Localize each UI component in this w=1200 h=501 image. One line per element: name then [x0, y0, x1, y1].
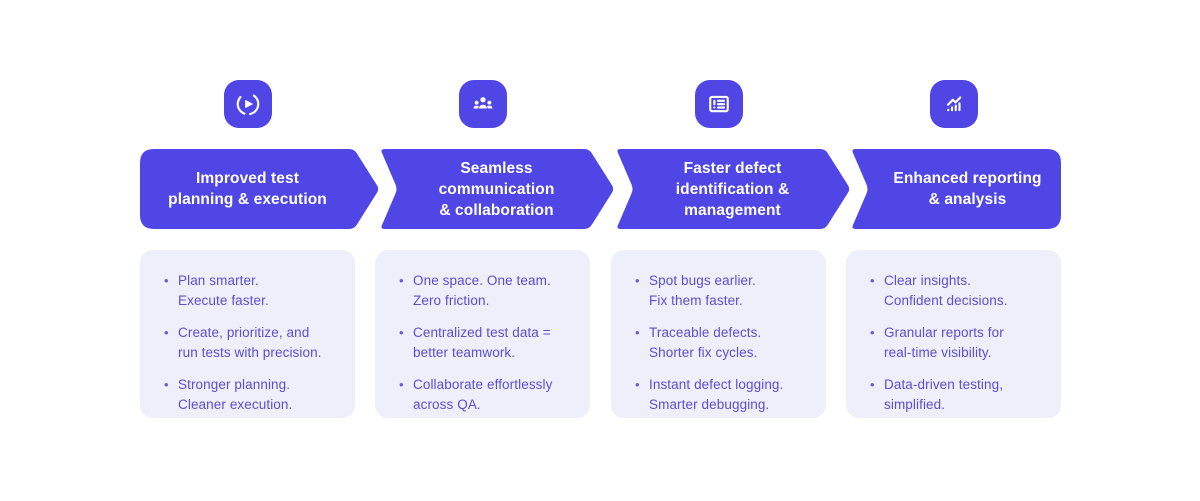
play-circle-icon — [224, 80, 272, 128]
bullet-text: Create, prioritize, and run tests with p… — [178, 325, 322, 360]
step-card-4: • Clear insights. Confident decisions. •… — [846, 250, 1061, 418]
bullet-icon: • — [399, 325, 404, 340]
bullet-icon: • — [164, 273, 169, 288]
bullet-text: Granular reports for real-time visibilit… — [884, 325, 1004, 360]
step-title: Seamless communication & collaboration — [438, 159, 555, 219]
list-item: • Traceable defects. Shorter fix cycles. — [635, 323, 812, 363]
chevron-banner-shape — [381, 149, 614, 229]
list-item: • One space. One team. Zero friction. — [399, 271, 576, 311]
list-item: • Stronger planning. Cleaner execution. — [164, 375, 341, 415]
bullet-text: Spot bugs earlier. Fix them faster. — [649, 273, 756, 308]
defect-list-icon — [695, 80, 743, 128]
step-banner-3: Faster defect identification & managemen… — [611, 149, 852, 229]
bullet-text: One space. One team. Zero friction. — [413, 273, 551, 308]
bullet-text: Stronger planning. Cleaner execution. — [178, 377, 293, 412]
list-item: • Centralized test data = better teamwor… — [399, 323, 576, 363]
step-column-4: Enhanced reporting & analysis • Clear in… — [846, 0, 1061, 501]
step-card-2: • One space. One team. Zero friction. • … — [375, 250, 590, 418]
list-item: • Collaborate effortlessly across QA. — [399, 375, 576, 415]
bullet-icon: • — [399, 273, 404, 288]
step-title: Faster defect identification & managemen… — [675, 159, 790, 219]
bullet-text: Collaborate effortlessly across QA. — [413, 377, 553, 412]
step-column-1: Improved test planning & execution • Pla… — [140, 0, 379, 501]
list-item: • Instant defect logging. Smarter debugg… — [635, 375, 812, 415]
bullet-icon: • — [870, 377, 875, 392]
bullet-icon: • — [870, 273, 875, 288]
list-item: • Plan smarter. Execute faster. — [164, 271, 341, 311]
bullet-text: Data-driven testing, simplified. — [884, 377, 1004, 412]
step-card-1: • Plan smarter. Execute faster. • Create… — [140, 250, 355, 418]
step-banner-4: Enhanced reporting & analysis — [846, 149, 1061, 229]
step-banner-2: Seamless communication & collaboration — [375, 149, 616, 229]
step-column-2: Seamless communication & collaboration •… — [375, 0, 614, 501]
bullet-icon: • — [635, 273, 640, 288]
step-title: Improved test planning & execution — [168, 170, 327, 208]
bullet-icon: • — [635, 325, 640, 340]
step-card-3: • Spot bugs earlier. Fix them faster. • … — [611, 250, 826, 418]
bullet-text: Plan smarter. Execute faster. — [178, 273, 269, 308]
chevron-banner-shape — [617, 149, 850, 229]
bullet-text: Clear insights. Confident decisions. — [884, 273, 1008, 308]
chevron-banner-shape — [852, 149, 1061, 229]
analytics-icon — [930, 80, 978, 128]
list-item: • Clear insights. Confident decisions. — [870, 271, 1047, 311]
bullet-icon: • — [399, 377, 404, 392]
team-icon — [459, 80, 507, 128]
step-banner-1: Improved test planning & execution — [140, 149, 381, 229]
bullet-icon: • — [164, 325, 169, 340]
chevron-banner-shape — [140, 149, 379, 229]
bullet-icon: • — [164, 377, 169, 392]
bullet-icon: • — [870, 325, 875, 340]
step-column-3: Faster defect identification & managemen… — [611, 0, 850, 501]
list-item: • Spot bugs earlier. Fix them faster. — [635, 271, 812, 311]
step-title: Enhanced reporting & analysis — [893, 170, 1042, 208]
bullet-text: Centralized test data = better teamwork. — [413, 325, 551, 360]
bullet-icon: • — [635, 377, 640, 392]
list-item: • Data-driven testing, simplified. — [870, 375, 1047, 415]
bullet-text: Instant defect logging. Smarter debuggin… — [649, 377, 784, 412]
list-item: • Granular reports for real-time visibil… — [870, 323, 1047, 363]
list-item: • Create, prioritize, and run tests with… — [164, 323, 341, 363]
bullet-text: Traceable defects. Shorter fix cycles. — [649, 325, 762, 360]
